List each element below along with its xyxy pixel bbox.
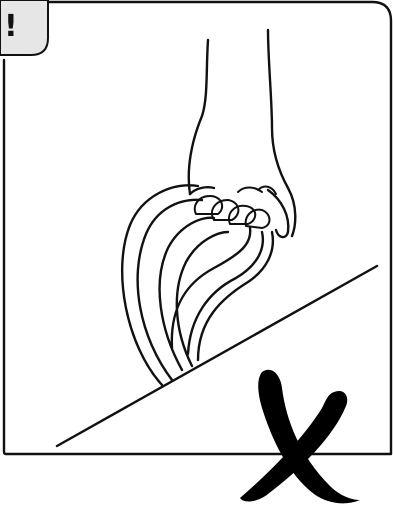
incorrect-cross-mark bbox=[240, 370, 360, 504]
panel-frame bbox=[4, 2, 391, 454]
warning-icon: ! bbox=[4, 9, 18, 44]
cross-stroke-short bbox=[240, 391, 347, 502]
hose-bundle bbox=[122, 185, 273, 385]
warning-tab: ! bbox=[0, 0, 48, 55]
hand bbox=[189, 30, 296, 237]
